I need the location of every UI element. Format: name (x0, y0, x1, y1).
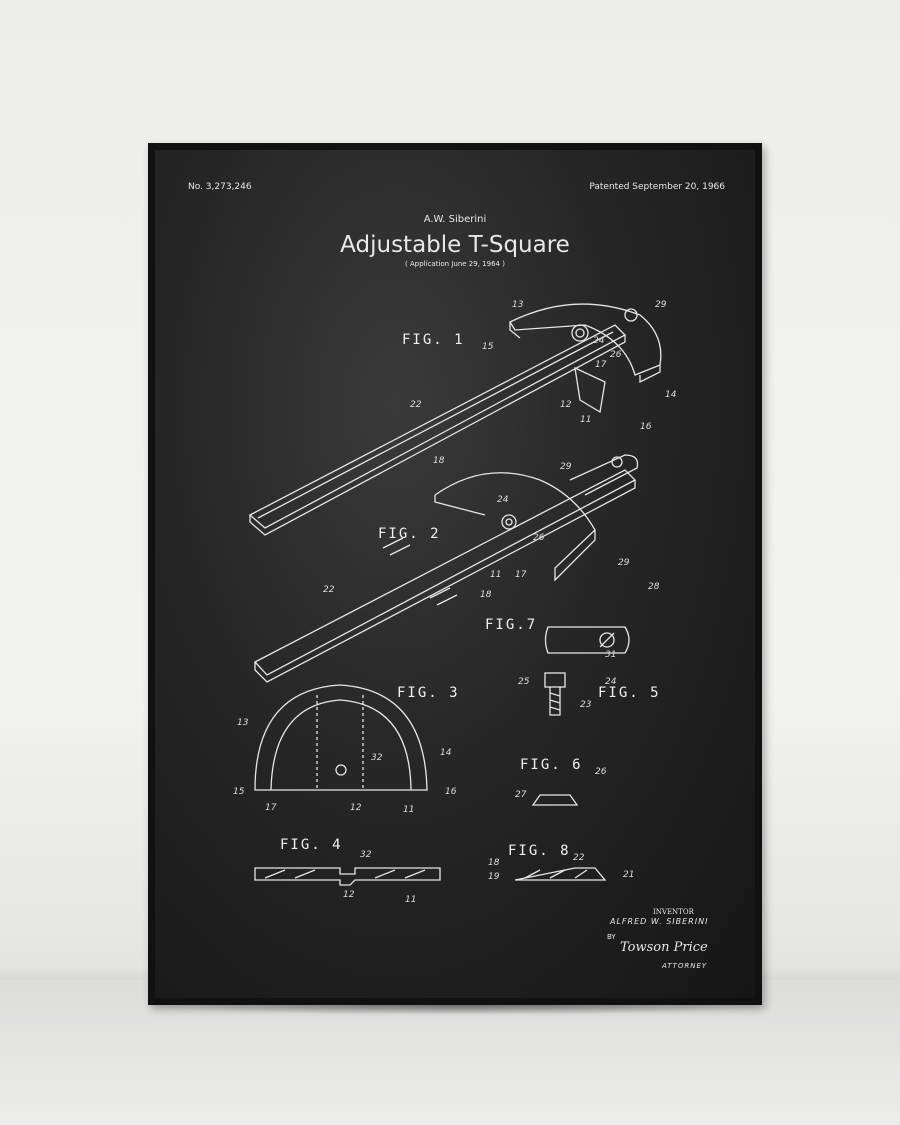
ref-number: 12 (350, 803, 362, 813)
ref-number: 22 (323, 585, 335, 595)
ref-number: 28 (648, 582, 660, 592)
ref-number: 15 (233, 787, 245, 797)
ref-number: 29 (618, 558, 630, 568)
ref-number: 17 (515, 570, 527, 580)
fig4-drawing (254, 867, 441, 886)
ref-number: 11 (405, 895, 417, 905)
chalkboard-poster: No. 3,273,246 Patented September 20, 196… (155, 150, 755, 998)
patent-drawing (248, 303, 662, 886)
inventor-name: A.W. Siberini (423, 214, 487, 225)
fig-2-label: FIG. 2 (378, 526, 441, 542)
fig-1-label: FIG. 1 (402, 332, 465, 348)
attorney-signature: Towson Price (620, 940, 708, 955)
ref-number: 26 (595, 767, 607, 777)
ref-number: 25 (518, 677, 530, 687)
ref-number: 23 (580, 700, 592, 710)
ref-number: 18 (433, 456, 445, 466)
attorney-label: ATTORNEY (662, 962, 708, 970)
patent-number: No. 3,273,246 (188, 182, 252, 192)
ref-number: 11 (490, 570, 502, 580)
ref-number: 24 (497, 495, 509, 505)
ref-number: 21 (623, 870, 635, 880)
ref-number: 24 (605, 677, 617, 687)
fig1-drawing (248, 303, 662, 536)
ref-number: 17 (595, 360, 607, 370)
fig-4-label: FIG. 4 (280, 837, 343, 853)
ref-number: 32 (360, 850, 372, 860)
fig-8-label: FIG. 8 (508, 843, 571, 859)
ref-number: 27 (515, 790, 527, 800)
poster-title: Adjustable T-Square (340, 232, 570, 258)
ref-number: 18 (488, 858, 500, 868)
ref-number: 11 (580, 415, 592, 425)
ref-number: 12 (560, 400, 572, 410)
inventor-label: INVENTOR (653, 908, 694, 916)
ref-number: 32 (371, 753, 383, 763)
ref-number: 31 (605, 650, 617, 660)
poster-frame: No. 3,273,246 Patented September 20, 196… (148, 143, 762, 1005)
fig3-drawing (254, 684, 428, 791)
ref-number: 18 (480, 590, 492, 600)
ref-number: 26 (610, 350, 622, 360)
fig5-drawing (544, 672, 566, 716)
ref-number: 19 (488, 872, 500, 882)
ref-number: 16 (640, 422, 652, 432)
fig-7-label: FIG.7 (485, 617, 538, 633)
fig6-drawing (531, 794, 579, 806)
fig-3-label: FIG. 3 (397, 685, 460, 701)
ref-number: 17 (265, 803, 277, 813)
ref-number: 22 (573, 853, 585, 863)
ref-number: 15 (482, 342, 494, 352)
ref-number: 29 (655, 300, 667, 310)
inventor-full-name: ALFRED W. SIBERINI (610, 917, 709, 926)
by-label: BY (607, 933, 616, 941)
ref-number: 14 (440, 748, 452, 758)
fig-6-label: FIG. 6 (520, 757, 583, 773)
fig7-drawing (544, 626, 630, 654)
ref-number: 11 (403, 805, 415, 815)
ref-number: 13 (237, 718, 249, 728)
fig2-drawing (253, 454, 639, 683)
ref-number: 14 (665, 390, 677, 400)
ref-number: 12 (343, 890, 355, 900)
application-date: ( Application June 29, 1964 ) (405, 260, 505, 268)
fig8-drawing (514, 867, 607, 881)
ref-number: 24 (593, 336, 605, 346)
patent-date: Patented September 20, 1966 (589, 182, 725, 192)
fig-5-label: FIG. 5 (598, 685, 661, 701)
ref-number: 13 (512, 300, 524, 310)
ref-number: 16 (445, 787, 457, 797)
ref-number: 22 (410, 400, 422, 410)
ref-number: 29 (560, 462, 572, 472)
ref-number: 26 (533, 533, 545, 543)
